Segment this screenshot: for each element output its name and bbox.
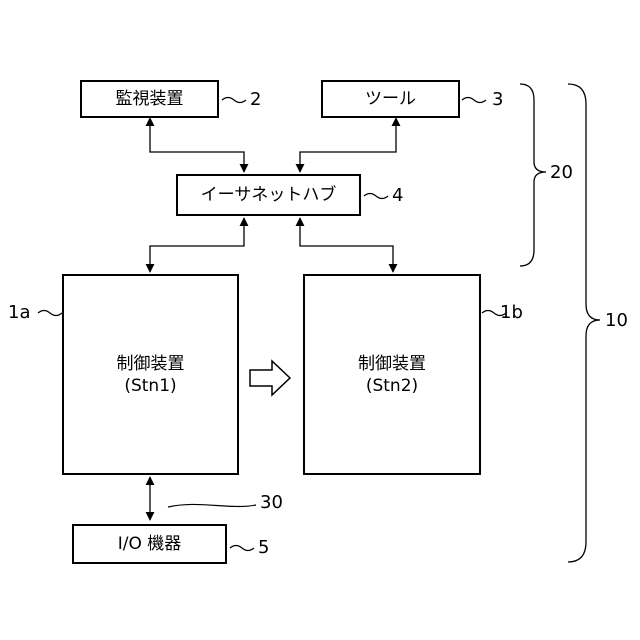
tool-box: ツール [321,80,460,118]
transfer-arrow-icon [250,361,290,395]
hub-box: イーサネットハブ [176,174,361,216]
monitor-box: 監視装置 [80,80,219,118]
link-hub-ctrl-a [150,218,244,272]
ref-network-group: 20 [550,163,573,183]
hub-label: イーサネットハブ [201,184,337,206]
leader-hub [364,194,388,199]
leader-monitor [222,98,246,103]
tool-label: ツール [365,88,416,110]
io-box: I/O 機器 [72,524,227,564]
leader-io [230,546,254,551]
controller-a-box: 制御装置 (Stn1) [62,274,239,475]
link-monitor-hub [150,118,244,172]
leader-ctrl-a [38,311,62,316]
controller-b-name: 制御装置 [358,353,426,375]
controller-b-box: 制御装置 (Stn2) [303,274,481,475]
brace-network-group [520,84,546,266]
ref-monitor: 2 [250,90,261,110]
ref-controller-b: 1b [500,303,523,323]
leader-tool [462,98,486,103]
ref-io: 5 [258,538,269,558]
monitor-label: 監視装置 [116,88,184,110]
controller-a-name: 制御装置 [117,353,185,375]
leader-cable [168,504,256,507]
ref-cable: 30 [260,493,283,513]
ref-controller-a: 1a [8,303,30,323]
link-tool-hub [300,118,396,172]
ref-hub: 4 [392,186,403,206]
controller-a-station: (Stn1) [124,375,176,397]
io-label: I/O 機器 [118,533,182,555]
controller-b-station: (Stn2) [366,375,418,397]
brace-system [568,84,600,562]
link-hub-ctrl-b [300,218,393,272]
ref-tool: 3 [492,90,503,110]
ref-system: 10 [605,311,628,331]
